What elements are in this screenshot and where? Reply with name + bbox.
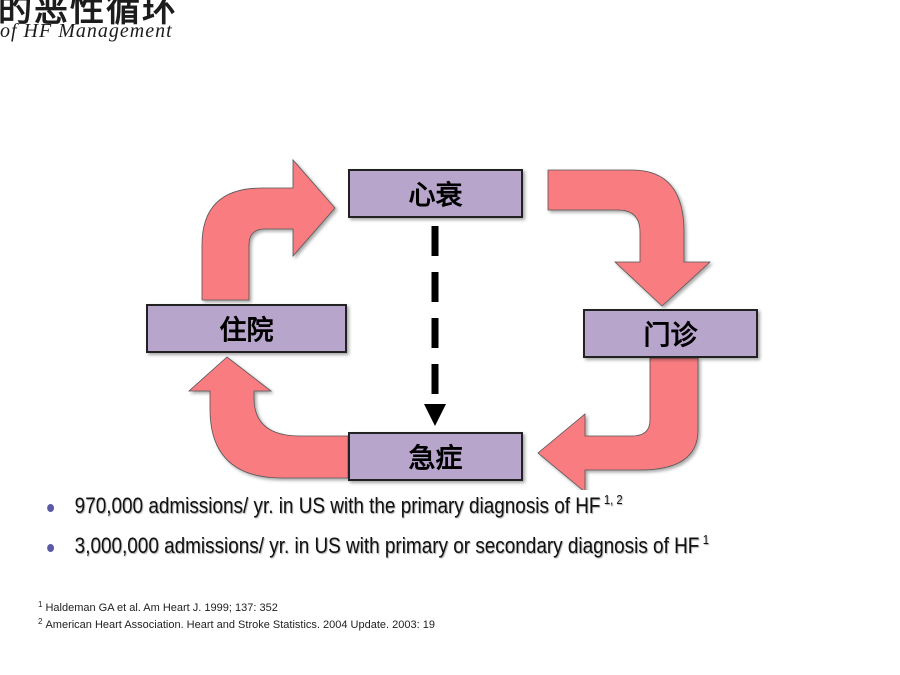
bullet-dot-icon xyxy=(47,544,55,552)
box-heart-failure: 心衰 xyxy=(348,169,523,218)
dashed-arrow-hf-to-emergency xyxy=(424,226,446,426)
box-emergency: 急症 xyxy=(348,432,523,481)
bullet-sup-2: 1 xyxy=(702,532,709,547)
arrow-hf-to-clinic xyxy=(547,169,712,307)
box-emergency-label: 急症 xyxy=(409,443,463,475)
reference-2-text: American Heart Association. Heart and St… xyxy=(45,619,435,631)
reference-1-text: Haldeman GA et al. Am Heart J. 1999; 137… xyxy=(45,602,278,614)
bullet-item-2: 3,000,000 admissions/ yr. in US with pri… xyxy=(42,532,709,572)
reference-1-num: 1 xyxy=(38,600,43,609)
bullet-text-1: 970,000 admissions/ yr. in US with the p… xyxy=(74,493,601,518)
reference-2-num: 2 xyxy=(38,617,43,626)
hf-cycle-diagram: 心衰 住院 门诊 急症 xyxy=(146,158,758,490)
page-title: 的恶性循环 xyxy=(0,0,178,30)
box-hospitalization: 住院 xyxy=(146,304,347,353)
bullet-dot-icon xyxy=(47,504,55,512)
bullet-item-1: 970,000 admissions/ yr. in US with the p… xyxy=(42,492,709,532)
bullet-sup-1: 1, 2 xyxy=(603,492,623,507)
arrow-clinic-to-emergency xyxy=(537,357,699,490)
box-outpatient: 门诊 xyxy=(583,309,758,358)
bullet-text-2: 3,000,000 admissions/ yr. in US with pri… xyxy=(74,533,700,558)
arrow-emergency-to-hospital xyxy=(187,356,349,479)
page-subtitle: of HF Management xyxy=(0,20,173,42)
box-hospitalization-label: 住院 xyxy=(220,315,274,347)
bullet-list: 970,000 admissions/ yr. in US with the p… xyxy=(42,492,818,572)
arrow-hospital-to-hf xyxy=(201,158,336,301)
box-heart-failure-label: 心衰 xyxy=(409,180,464,212)
box-outpatient-label: 门诊 xyxy=(644,320,699,352)
